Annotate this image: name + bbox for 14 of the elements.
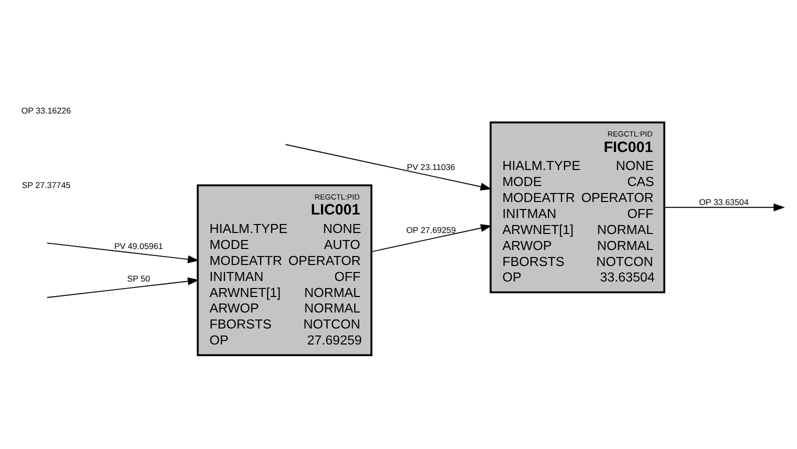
edge-label: PV 23.11036	[406, 162, 456, 172]
node-box: REGCTL:PID FIC001 HIALM.TYPE NONE MODE CAS MODEATTR OPERATOR INITMAN OFF ARWNET[1] NORMAL ARWOP NORMAL FBORSTS NOTCON OP 33.63504	[490, 121, 666, 293]
label: SP 27.37745	[22, 179, 70, 190]
edge-label: OP 33.63504	[699, 196, 749, 206]
edge-label: PV 49.05961	[114, 240, 164, 250]
edge-label: SP 50	[127, 273, 150, 284]
arrow	[664, 202, 785, 211]
arrow	[46, 276, 200, 298]
node-box: REGCTL:PID LIC001 HIALM.TYPE NONE MODE AUTO MODEATTR OPERATOR INITMAN OFF ARWNET[1] NORMAL ARWOP NORMAL FBORSTS NOTCON OP 27.69259	[196, 184, 372, 356]
arrow	[285, 144, 492, 190]
edge-label: OP 27.69259	[406, 224, 456, 234]
arrow	[46, 242, 200, 263]
label: OP 33.16226	[21, 105, 71, 116]
arrow	[371, 224, 492, 252]
